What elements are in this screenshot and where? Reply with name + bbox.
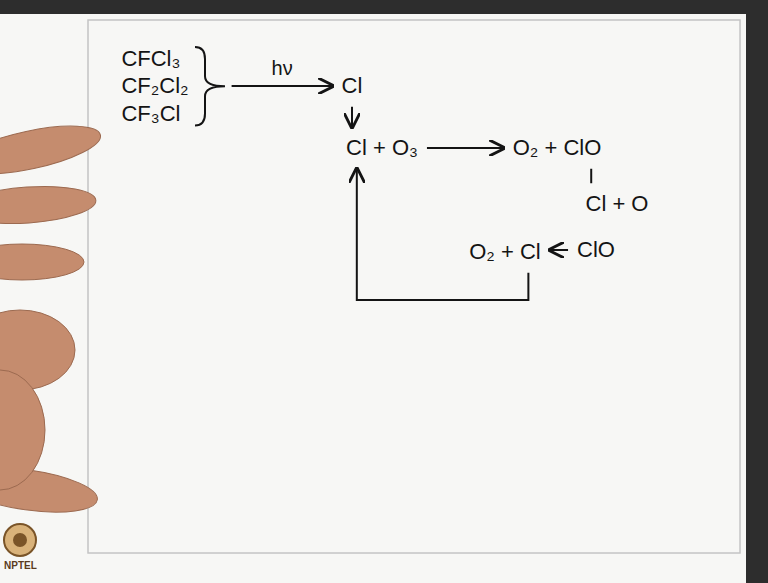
formula-node: ClO — [571, 232, 621, 268]
formula-node: Cl + O — [580, 186, 655, 222]
formula-node: Cl + O₃ — [340, 130, 424, 166]
nptel-emblem — [4, 524, 36, 556]
paper — [0, 14, 746, 583]
reaction-arrow — [550, 249, 568, 251]
reaction-arrow — [590, 169, 592, 184]
paper-border — [88, 20, 740, 553]
formula-node: O₂ + Cl — [463, 234, 547, 270]
reaction-arrow — [427, 147, 504, 149]
formula-node: O₂ + ClO — [507, 130, 608, 166]
formula-text: O₂ + Cl — [469, 238, 541, 266]
brace — [189, 41, 229, 132]
reaction-arrow — [357, 169, 529, 300]
watermark: NPTEL — [4, 560, 37, 571]
formula-text: Cl — [342, 72, 363, 100]
hand — [0, 116, 104, 519]
edge-label: hν — [269, 57, 296, 80]
reaction-arrow — [351, 107, 353, 128]
formula-text: CFCl₃ — [121, 45, 188, 73]
formula-node: Cl — [336, 68, 369, 104]
brace-path — [195, 47, 225, 126]
formula-text: O₂ + ClO — [513, 134, 602, 162]
formula-text: ClO — [577, 236, 615, 264]
formula-text: Cl + O — [586, 190, 649, 218]
formula-node: CFCl₃CF₂Cl₂CF₃Cl — [115, 41, 228, 132]
reaction-arrow — [232, 85, 333, 87]
formula-text: CF₃Cl — [121, 100, 188, 128]
formula-text: Cl + O₃ — [346, 134, 418, 162]
formula-text: CF₂Cl₂ — [121, 72, 188, 100]
